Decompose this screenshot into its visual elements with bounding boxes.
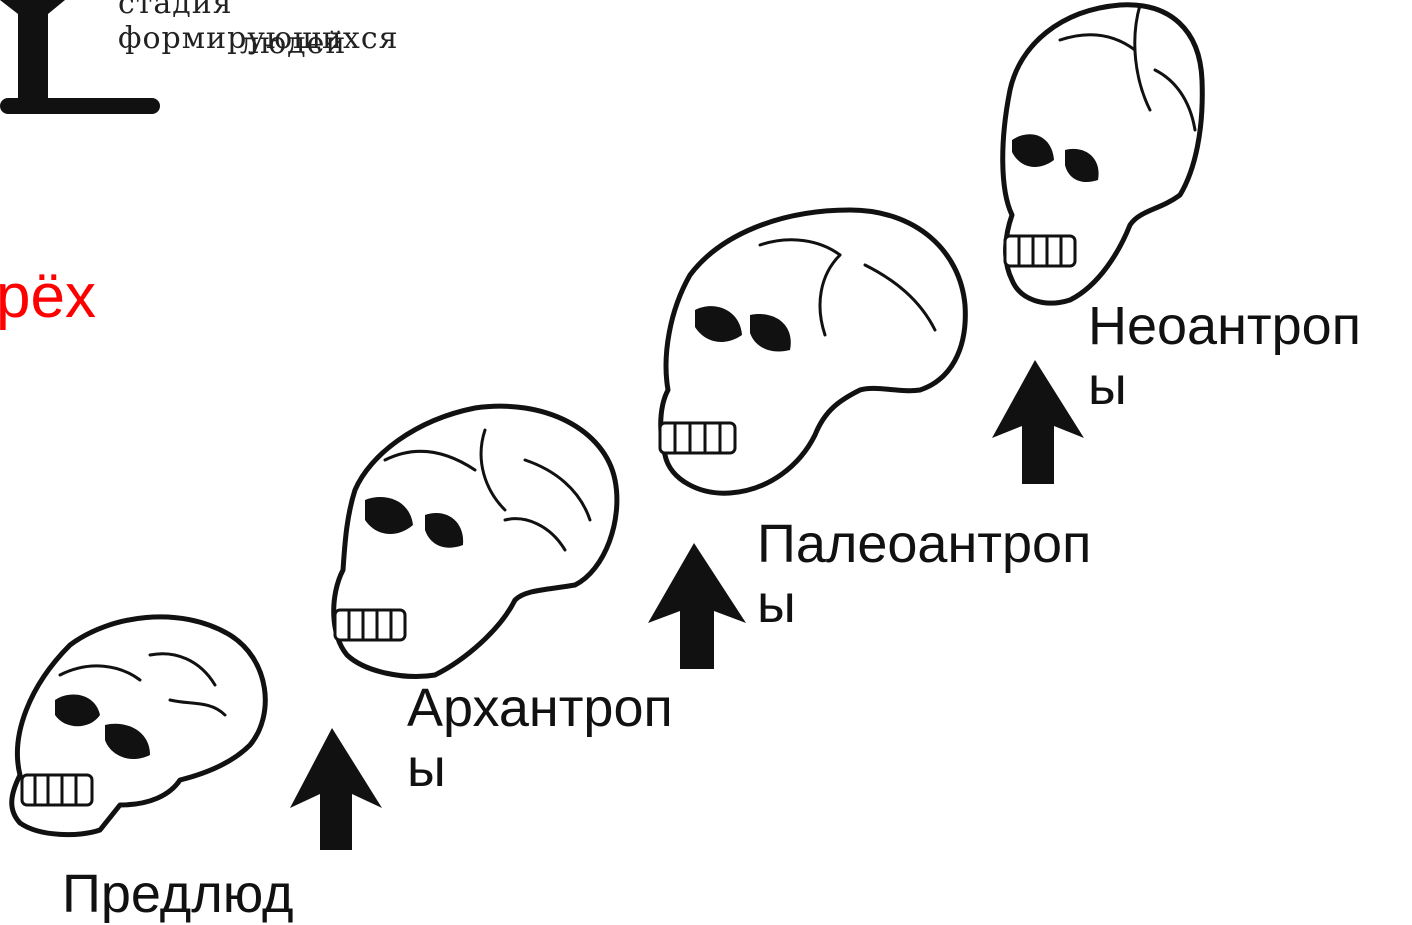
partial-title: рёх	[0, 262, 96, 332]
scan-caption-line-2: людей	[240, 26, 346, 61]
stage-label-paleoanthropes: Палеоантроп ы	[757, 514, 1091, 634]
up-arrow-3-icon	[992, 360, 1102, 490]
skull-predlyud-icon	[0, 605, 300, 865]
stage-label-archanthropes: Архантроп ы	[407, 678, 673, 798]
up-arrow-1-icon	[290, 728, 400, 858]
skull-archanthropes-icon	[325, 400, 645, 680]
up-arrow-2-icon	[648, 543, 758, 673]
stage-label-predlyud: Предлюд	[62, 864, 294, 924]
stage-label-neoanthropes: Неоантроп ы	[1088, 296, 1361, 416]
scan-fragment: стадия формирующихся людей	[0, 0, 420, 130]
skull-paleoanthropes-icon	[650, 205, 980, 505]
skull-neoanthropes-icon	[990, 0, 1200, 310]
